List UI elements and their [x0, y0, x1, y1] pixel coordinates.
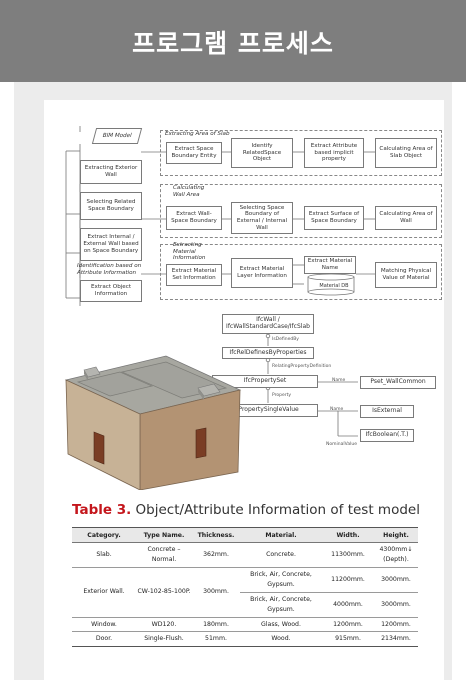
- header-thickness: Thickness.: [192, 527, 240, 543]
- cell-type: Concrete – Normal.: [136, 542, 192, 568]
- cell-category: Window.: [72, 617, 136, 633]
- table-row: Exterior Wall. CW-102-85-100P. 300mm. Br…: [72, 567, 418, 618]
- ifc-rel-nominal-value: NominalValue: [326, 442, 357, 447]
- cell-material: Wood.: [240, 631, 322, 648]
- material-step-5: Matching Physical Value of Material: [375, 262, 437, 288]
- ifc-wall-node: IfcWall / IfcWallStandardCase/IfcSlab: [222, 314, 314, 334]
- page-title: 프로그램 프로세스: [132, 29, 334, 58]
- table-header-row: Category. Type Name. Thickness. Material…: [72, 527, 418, 543]
- cell-category: Exterior Wall.: [72, 567, 136, 618]
- table-row: Slab. Concrete – Normal. 362mm. Concrete…: [72, 542, 418, 568]
- wall-area-group: [160, 184, 442, 238]
- material-group: [160, 244, 442, 300]
- header-height: Height.: [374, 527, 418, 543]
- ifc-is-external-node: IsExternal: [360, 405, 414, 418]
- cell-material: Brick, Air, Concrete, Gypsum.: [240, 567, 322, 593]
- cell-thickness: 300mm.: [192, 567, 240, 618]
- ifc-rel-property: Property: [272, 393, 292, 398]
- cell-height: 2134mm.: [374, 631, 418, 648]
- cell-width: 915mm.: [322, 631, 374, 648]
- material-step-1: Extract Material Set Information: [166, 264, 222, 286]
- cell-material: Brick, Air, Concrete, Gypsum.: [240, 592, 322, 618]
- ifc-boolean-node: IfcBoolean(.T.): [360, 429, 414, 442]
- cell-thickness: 180mm.: [192, 617, 240, 633]
- cell-category: Slab.: [72, 542, 136, 568]
- table-caption: Table 3. Object/Attribute Information of…: [72, 502, 420, 518]
- table-row: Brick, Air, Concrete, Gypsum. 4000mm. 30…: [72, 592, 418, 618]
- ifc-rel-defined-by: IsDefinedBy: [272, 337, 299, 342]
- slab-step-1: Extract Space Boundary Entity: [166, 142, 222, 164]
- ifc-rel-name-2: Name: [330, 407, 344, 412]
- selecting-space-boundary-node: Selecting Related Space Boundary: [80, 192, 142, 220]
- cell-width: 11300mm.: [322, 542, 374, 568]
- material-db-label: Material DB: [319, 283, 349, 289]
- ifc-rel-defines-node: IfcRelDefinesByProperties: [222, 347, 314, 359]
- ifc-pset-node: Pset_WallCommon: [360, 376, 436, 389]
- slab-step-3: Extract Attribute based implicit propert…: [304, 138, 364, 168]
- cell-material: Glass, Wood.: [240, 617, 322, 633]
- cell-thickness: 362mm.: [192, 542, 240, 568]
- slab-group-label: Extracting Area of Slab: [165, 130, 230, 137]
- material-step-2: Extract Material Layer Information: [231, 258, 293, 288]
- cell-type: CW-102-85-100P.: [136, 567, 192, 618]
- header-material: Material.: [240, 527, 322, 543]
- wall-step-2: Selecting Space Boundary of External / I…: [231, 202, 293, 234]
- cell-type: WD120.: [136, 617, 192, 633]
- table-title: Object/Attribute Information of test mod…: [135, 502, 420, 518]
- wall-step-3: Extract Surface of Space Boundary: [304, 206, 364, 230]
- slab-area-group: [160, 130, 442, 176]
- cell-thickness: 51mm.: [192, 631, 240, 648]
- material-group-label: Extracting Material Information: [173, 241, 206, 262]
- cell-height: 1200mm.: [374, 617, 418, 633]
- slab-step-4: Calculating Area of Slab Object: [375, 138, 437, 168]
- cell-material: Concrete.: [240, 542, 322, 568]
- header-type-name: Type Name.: [136, 527, 192, 543]
- ifc-rel-name-1: Name: [332, 378, 346, 383]
- cell-height: 3000mm.: [374, 567, 418, 593]
- cell-width: 1200mm.: [322, 617, 374, 633]
- wall-group-label: Calculating Wall Area: [173, 185, 205, 198]
- flowchart-connectors: [65, 126, 375, 306]
- extract-internal-external-wall-node: Extract Internal / External Wall based o…: [80, 228, 142, 261]
- header-width: Width.: [322, 527, 374, 543]
- slab-step-2: Identify RelatedSpace Object: [231, 138, 293, 168]
- bim-model-node: BIM Model: [91, 128, 143, 144]
- extracting-exterior-wall-node: Extracting Exterior Wall: [80, 160, 142, 184]
- identification-label: Identification based on Attribute Inform…: [77, 263, 142, 276]
- material-step-3: Extract Material Name: [304, 256, 356, 274]
- table-row: Window. WD120. 180mm. Glass, Wood. 1200m…: [72, 617, 418, 633]
- process-flowchart: BIM Model Extracting Exterior Wall Selec…: [56, 118, 446, 308]
- page-header: 프로그램 프로세스: [0, 0, 466, 82]
- ifc-rel-property-definition: RelatingPropertyDefinition: [272, 364, 332, 369]
- cell-height: 4300mm↓ (Depth).: [374, 542, 418, 568]
- cell-type: Single-Flush.: [136, 631, 192, 648]
- cell-width: 11200mm.: [322, 567, 374, 593]
- ifc-schema-diagram: IfcWall / IfcWallStandardCase/IfcSlab Is…: [212, 310, 446, 470]
- wall-step-4: Calculating Area of Wall: [375, 206, 437, 230]
- table-number: Table 3.: [72, 502, 132, 518]
- building-model-image: [56, 350, 246, 491]
- table-row: Door. Single-Flush. 51mm. Wood. 915mm. 2…: [72, 631, 418, 648]
- object-attribute-table: Category. Type Name. Thickness. Material…: [72, 527, 418, 648]
- wall-step-1: Extract Wall-Space Boundary: [166, 206, 222, 230]
- ifc-property-set-node: IfcPropertySet: [212, 375, 318, 388]
- cell-width: 4000mm.: [322, 592, 374, 618]
- building-render: [64, 355, 242, 491]
- header-category: Category.: [72, 527, 136, 543]
- extract-object-information-node: Extract Object Information: [80, 280, 142, 302]
- cell-height: 3000mm.: [374, 592, 418, 618]
- cell-category: Door.: [72, 631, 136, 648]
